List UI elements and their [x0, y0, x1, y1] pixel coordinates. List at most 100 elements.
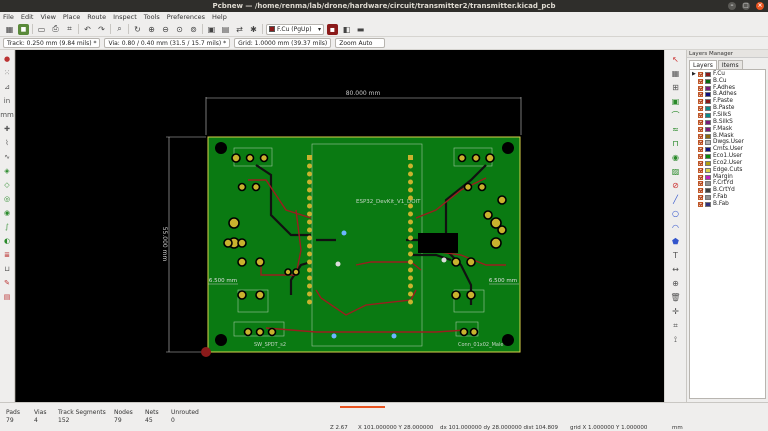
- layer-visibility-checkbox[interactable]: [698, 140, 703, 146]
- layer-color-swatch[interactable]: [705, 92, 711, 98]
- layer-color-swatch[interactable]: [705, 71, 711, 77]
- layer-color-swatch[interactable]: [705, 85, 711, 91]
- menu-view[interactable]: View: [40, 13, 56, 21]
- layer-color-swatch[interactable]: [705, 112, 711, 118]
- menu-file[interactable]: File: [3, 13, 14, 21]
- layer-color-swatch[interactable]: [705, 160, 711, 166]
- ratsnest-icon[interactable]: ⌇: [5, 138, 9, 147]
- layer-color-swatch[interactable]: [705, 147, 711, 153]
- python-script-icon[interactable]: ◧: [342, 24, 351, 34]
- layer-color-swatch[interactable]: [705, 167, 711, 173]
- layer-color-swatch[interactable]: [705, 188, 711, 194]
- units-inch-icon[interactable]: in: [3, 96, 11, 105]
- layer-row[interactable]: Edge.Cuts: [690, 167, 765, 174]
- high-contrast-icon[interactable]: ◐: [3, 236, 11, 245]
- menu-inspect[interactable]: Inspect: [113, 13, 137, 21]
- layer-selector[interactable]: F.Cu (PgUp) ▾: [266, 23, 324, 35]
- redo-icon[interactable]: ↷: [98, 24, 105, 34]
- net-highlight-icon[interactable]: ✎: [4, 278, 10, 287]
- layer-visibility-checkbox[interactable]: [698, 174, 703, 180]
- layer-visibility-checkbox[interactable]: [698, 147, 703, 153]
- layer-color-swatch[interactable]: [705, 106, 711, 112]
- menu-edit[interactable]: Edit: [20, 13, 34, 21]
- layer-color-swatch[interactable]: [705, 126, 711, 132]
- zoom-out-icon[interactable]: ⊖: [162, 24, 169, 34]
- add-target-icon[interactable]: ⊕: [672, 279, 679, 288]
- layer-visibility-checkbox[interactable]: [698, 99, 703, 105]
- add-circle-icon[interactable]: ○: [672, 209, 679, 218]
- layer-row[interactable]: Eco2.User: [690, 160, 765, 167]
- ratsnest-curved-icon[interactable]: ∿: [4, 152, 10, 161]
- layer-visibility-checkbox[interactable]: [698, 126, 703, 132]
- maximize-button[interactable]: □: [742, 2, 750, 10]
- layer-visibility-checkbox[interactable]: [698, 167, 703, 173]
- layer-color-swatch[interactable]: [705, 181, 711, 187]
- layer-color-swatch[interactable]: [705, 133, 711, 139]
- layer-visibility-checkbox[interactable]: [698, 154, 703, 160]
- menu-place[interactable]: Place: [62, 13, 81, 21]
- layer-visibility-checkbox[interactable]: [698, 133, 703, 139]
- layer-row[interactable]: B.SilkS: [690, 119, 765, 126]
- layer-row[interactable]: Cmts.User: [690, 146, 765, 153]
- zone-fill-icon[interactable]: ◈: [4, 166, 10, 175]
- select-tool-icon[interactable]: ↖: [672, 55, 679, 64]
- layer-color-swatch[interactable]: [705, 99, 711, 105]
- zone-outline-icon[interactable]: ◇: [4, 180, 10, 189]
- layer-row[interactable]: B.CrtYd: [690, 187, 765, 194]
- layer-visibility-checkbox[interactable]: [698, 201, 703, 207]
- add-footprint-icon[interactable]: ▣: [671, 97, 680, 106]
- scripting-console-icon[interactable]: ▬: [356, 24, 365, 34]
- units-mm-icon[interactable]: mm: [0, 110, 14, 119]
- minimize-button[interactable]: –: [728, 2, 736, 10]
- microwave-toolbar-icon[interactable]: ⊔: [4, 264, 10, 273]
- layer-visibility-checkbox[interactable]: [698, 78, 703, 84]
- polar-coords-icon[interactable]: ⊿: [4, 82, 10, 91]
- add-via-icon[interactable]: ◉: [672, 153, 679, 162]
- add-zone-icon[interactable]: ▨: [671, 167, 680, 176]
- tracks-sketch-icon[interactable]: ∫: [5, 222, 9, 231]
- highlight-net-icon[interactable]: ▦: [671, 69, 680, 78]
- track-width-select[interactable]: Track: 0.250 mm (9.84 mils) *: [3, 38, 101, 48]
- drc-icon[interactable]: ✱: [250, 24, 257, 34]
- close-button[interactable]: ×: [756, 2, 764, 10]
- layer-visibility-checkbox[interactable]: [698, 106, 703, 112]
- board-setup-icon[interactable]: ▦: [5, 24, 14, 34]
- plot-icon[interactable]: ⌗: [67, 24, 72, 33]
- vias-sketch-icon[interactable]: ◉: [3, 208, 11, 217]
- layer-row[interactable]: F.SilkS: [690, 112, 765, 119]
- netlist-icon[interactable]: ⇄: [236, 24, 243, 34]
- layer-row[interactable]: B.Paste: [690, 105, 765, 112]
- page-settings-icon[interactable]: ▭: [37, 24, 46, 34]
- menu-preferences[interactable]: Preferences: [166, 13, 206, 21]
- layer-color-swatch[interactable]: [705, 119, 711, 125]
- layer-row[interactable]: F.Mask: [690, 126, 765, 133]
- layer-color-swatch[interactable]: [705, 154, 711, 160]
- add-arc-icon[interactable]: ◠: [672, 223, 679, 232]
- add-line-icon[interactable]: ╱: [673, 195, 678, 204]
- cursor-shape-icon[interactable]: ✚: [4, 124, 10, 133]
- tune-length-icon[interactable]: ⊓: [672, 139, 679, 148]
- layer-visibility-checkbox[interactable]: [698, 160, 703, 166]
- set-drill-origin-icon[interactable]: ✛: [672, 307, 679, 316]
- footprint-editor-icon[interactable]: ▣: [207, 24, 216, 34]
- layer-row[interactable]: F.Fab: [690, 194, 765, 201]
- zoom-select[interactable]: Zoom Auto: [335, 38, 386, 48]
- layer-visibility-checkbox[interactable]: [698, 181, 703, 187]
- layer-row[interactable]: B.Cu: [690, 78, 765, 85]
- drc-marker-icon[interactable]: ●: [3, 54, 11, 63]
- layer-color-swatch[interactable]: [705, 174, 711, 180]
- route-diff-pair-icon[interactable]: ≈: [672, 125, 679, 134]
- zoom-in-icon[interactable]: ⊕: [148, 24, 155, 34]
- layer-visibility-checkbox[interactable]: [698, 85, 703, 91]
- grid-toggle-icon[interactable]: ⁙: [4, 68, 10, 77]
- layer-color-swatch[interactable]: [705, 201, 711, 207]
- set-grid-origin-icon[interactable]: ⌗: [673, 320, 678, 330]
- add-polygon-icon[interactable]: ⬟: [672, 237, 679, 246]
- zoom-selection-icon[interactable]: ⊚: [190, 24, 197, 34]
- tab-items[interactable]: Items: [717, 60, 743, 69]
- menu-route[interactable]: Route: [87, 13, 107, 21]
- layers-manager-toggle-icon[interactable]: ≣: [4, 250, 10, 259]
- layer-visibility-checkbox[interactable]: [698, 112, 703, 118]
- save-icon[interactable]: ■: [18, 23, 29, 35]
- add-dimension-icon[interactable]: ↔: [672, 265, 679, 274]
